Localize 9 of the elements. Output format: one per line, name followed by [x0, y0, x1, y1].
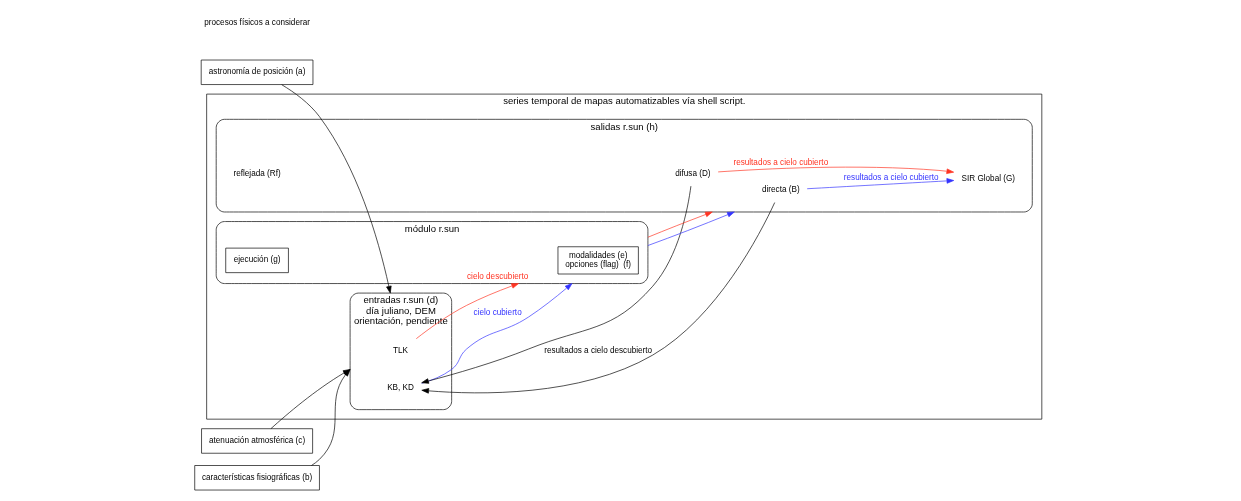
arrow	[647, 211, 735, 246]
arrow	[647, 211, 713, 238]
arrow	[717, 166, 954, 174]
arrow	[420, 283, 572, 384]
arrow	[806, 178, 954, 190]
arrow	[280, 84, 392, 294]
arrow	[420, 202, 775, 394]
arrow	[420, 185, 691, 384]
arrow	[415, 283, 519, 339]
